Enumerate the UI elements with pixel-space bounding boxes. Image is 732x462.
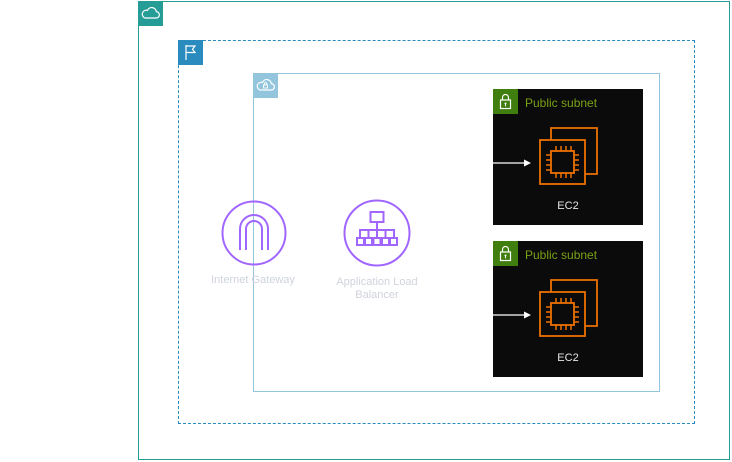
load-balancer-icon bbox=[343, 199, 411, 267]
load-balancer-label: Application Load Balancer bbox=[336, 276, 418, 301]
internet-gateway-label: Internet Gateway bbox=[211, 274, 295, 286]
region-group bbox=[178, 40, 695, 424]
arrow-to-ec2-1 bbox=[493, 157, 533, 169]
subnet-1-label: Public subnet bbox=[525, 96, 598, 110]
public-subnet-1 bbox=[493, 89, 643, 225]
ec2-2-label: EC2 bbox=[557, 352, 579, 364]
ec2-chip-icon bbox=[535, 277, 601, 339]
region-flag-icon bbox=[178, 40, 203, 65]
public-subnet-2 bbox=[493, 241, 643, 377]
vpc-group bbox=[253, 73, 660, 392]
vpc-cloud-icon bbox=[253, 73, 278, 98]
aws-cloud-group bbox=[138, 1, 730, 460]
lock-icon bbox=[493, 241, 518, 266]
ec2-chip-icon bbox=[535, 125, 601, 187]
subnet-2-label: Public subnet bbox=[525, 248, 598, 262]
ec2-1-label: EC2 bbox=[557, 200, 579, 212]
lock-icon bbox=[493, 89, 518, 114]
internet-gateway-icon bbox=[221, 200, 287, 266]
arrow-to-ec2-2 bbox=[493, 309, 533, 321]
aws-cloud-icon bbox=[138, 1, 163, 26]
